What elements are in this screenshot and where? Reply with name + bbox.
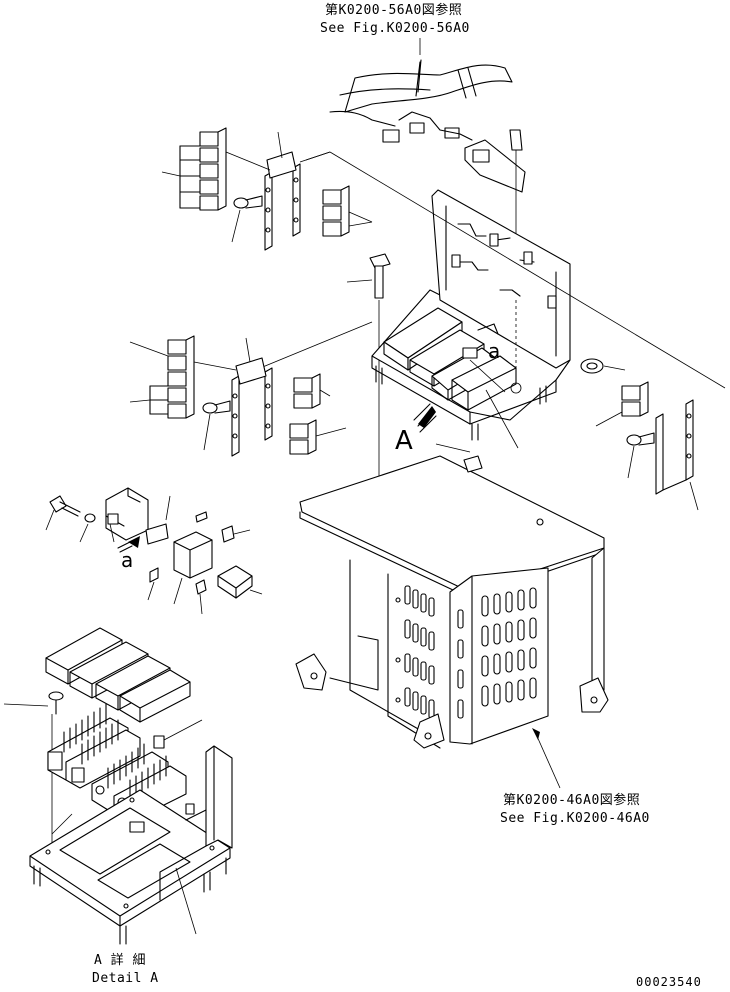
relay-stack-upper — [161, 127, 373, 251]
reference-top-en: See Fig.K0200-56A0 — [320, 21, 470, 36]
view-label-a-small: a — [121, 548, 134, 572]
small-parts — [45, 487, 263, 615]
louvres-front — [457, 587, 537, 719]
detail-title-jp: A 詳 細 — [94, 953, 146, 968]
long-bolt — [346, 253, 391, 502]
view-arrow-a — [413, 403, 437, 433]
reference-bottom-en: See Fig.K0200-46A0 — [500, 811, 650, 826]
control-box-main — [371, 189, 571, 449]
detail-title-en: Detail A — [92, 971, 159, 986]
relay-stack-lower — [129, 335, 347, 457]
grommet — [580, 358, 626, 374]
reference-bottom-jp: 第K0200-46A0図参照 — [503, 793, 641, 808]
detail-a-view — [3, 627, 233, 945]
drawing-number: 00023540 — [636, 975, 702, 989]
view-label-a-lower: a — [488, 339, 501, 363]
bracket-top-right — [464, 129, 526, 300]
cover-housing — [295, 455, 609, 789]
view-label-a: A — [395, 426, 413, 456]
relay-stack-right — [595, 381, 699, 511]
louvres-left — [395, 585, 435, 719]
reference-top-jp: 第K0200-56A0図参照 — [325, 3, 463, 18]
wire-harness-top — [329, 38, 513, 143]
